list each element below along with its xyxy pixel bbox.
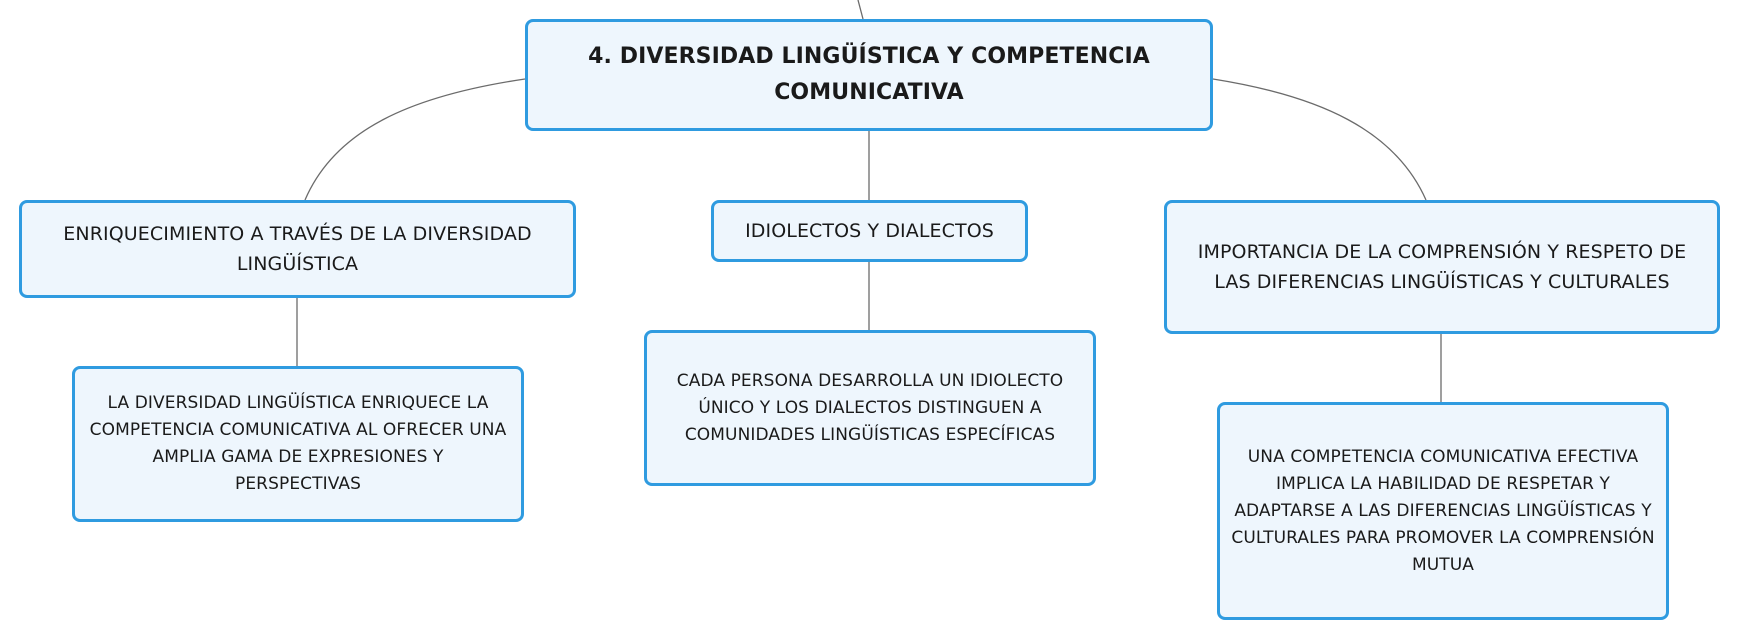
- topic-node-idiolectos[interactable]: IDIOLECTOS Y DIALECTOS: [711, 200, 1028, 262]
- detail-node-idiolecto[interactable]: CADA PERSONA DESARROLLA UN IDIOLECTO ÚNI…: [644, 330, 1096, 486]
- detail-label-diversidad: LA DIVERSIDAD LINGÜÍSTICA ENRIQUECE LA C…: [89, 393, 507, 494]
- root-topic-label: 4. DIVERSIDAD LINGÜÍSTICA Y COMPETENCIA …: [588, 44, 1150, 105]
- topic-node-enriquecimiento[interactable]: ENRIQUECIMIENTO A TRAVÉS DE LA DIVERSIDA…: [19, 200, 576, 298]
- connector-parent-in: [857, 0, 864, 20]
- detail-node-diversidad[interactable]: LA DIVERSIDAD LINGÜÍSTICA ENRIQUECE LA C…: [72, 366, 524, 522]
- topic-node-importancia[interactable]: IMPORTANCIA DE LA COMPRENSIÓN Y RESPETO …: [1164, 200, 1720, 334]
- connector-root-importancia: [1212, 78, 1427, 201]
- topic-label-enriquecimiento: ENRIQUECIMIENTO A TRAVÉS DE LA DIVERSIDA…: [63, 223, 532, 275]
- root-topic-node[interactable]: 4. DIVERSIDAD LINGÜÍSTICA Y COMPETENCIA …: [525, 19, 1213, 131]
- detail-node-competencia[interactable]: UNA COMPETENCIA COMUNICATIVA EFECTIVA IM…: [1217, 402, 1669, 620]
- detail-label-idiolecto: CADA PERSONA DESARROLLA UN IDIOLECTO ÚNI…: [676, 370, 1064, 445]
- topic-label-idiolectos: IDIOLECTOS Y DIALECTOS: [745, 220, 994, 242]
- detail-label-competencia: UNA COMPETENCIA COMUNICATIVA EFECTIVA IM…: [1231, 446, 1655, 575]
- topic-label-importancia: IMPORTANCIA DE LA COMPRENSIÓN Y RESPETO …: [1197, 241, 1687, 293]
- connector-root-enriquecimiento: [304, 78, 526, 201]
